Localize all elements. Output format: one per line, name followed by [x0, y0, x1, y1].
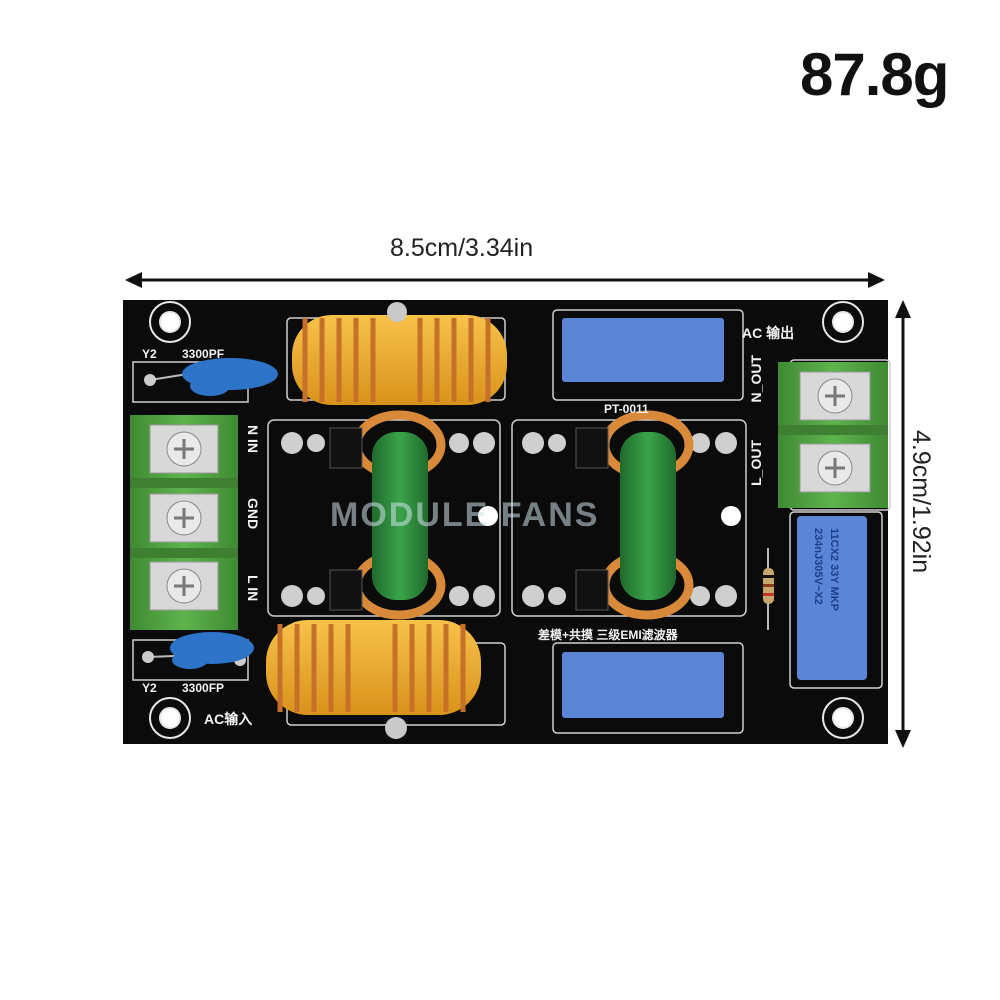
cap-bottom-left-value: 3300FP — [182, 681, 225, 695]
cap-top-left-value: 3300PF — [182, 347, 225, 361]
ac-input-label: AC输入 — [204, 711, 253, 727]
terminal-label-n-in: N IN — [245, 425, 261, 453]
terminal-label-l-in: L IN — [245, 575, 261, 602]
width-dimension-arrow — [125, 272, 885, 288]
watermark: MODULE FANS — [330, 496, 600, 534]
part-number: PT-0011 — [604, 402, 649, 416]
bottom-toroid-inductor — [266, 620, 481, 739]
bottom-x-capacitor — [562, 652, 724, 718]
center-hole — [478, 506, 498, 526]
solder-pads — [281, 432, 737, 607]
bottom-y-capacitor — [142, 632, 254, 669]
right-x-capacitor — [797, 516, 867, 680]
weight-label: 87.8g — [800, 41, 949, 108]
x2-cap-marking-1: 234nJ305V~X2 — [812, 528, 824, 605]
height-dimension-arrow — [895, 300, 911, 748]
right-hole — [721, 506, 741, 526]
top-toroid-inductor — [292, 302, 507, 405]
x2-cap-marking-2: 11CX2 33Y MKP — [828, 528, 840, 611]
terminal-label-l-out: L_OUT — [748, 440, 764, 486]
output-terminal-block — [778, 362, 888, 508]
input-terminal-block — [130, 415, 238, 630]
bleeder-resistor — [763, 548, 774, 630]
cap-bottom-left-type: Y2 — [142, 681, 157, 695]
terminal-label-gnd: GND — [245, 498, 261, 530]
left-common-mode-choke — [329, 410, 446, 620]
ac-output-label: AC 输出 — [742, 325, 795, 341]
width-label: 8.5cm/3.34in — [390, 234, 534, 262]
terminal-label-n-out: N_OUT — [748, 355, 764, 403]
cap-top-left-type: Y2 — [142, 347, 157, 361]
right-common-mode-choke — [575, 410, 694, 620]
filter-description: 差模+共摸 三级EMI滤波器 — [538, 628, 678, 642]
top-x-capacitor — [562, 318, 724, 382]
mounting-holes — [149, 301, 864, 739]
top-y-capacitor — [144, 358, 278, 396]
